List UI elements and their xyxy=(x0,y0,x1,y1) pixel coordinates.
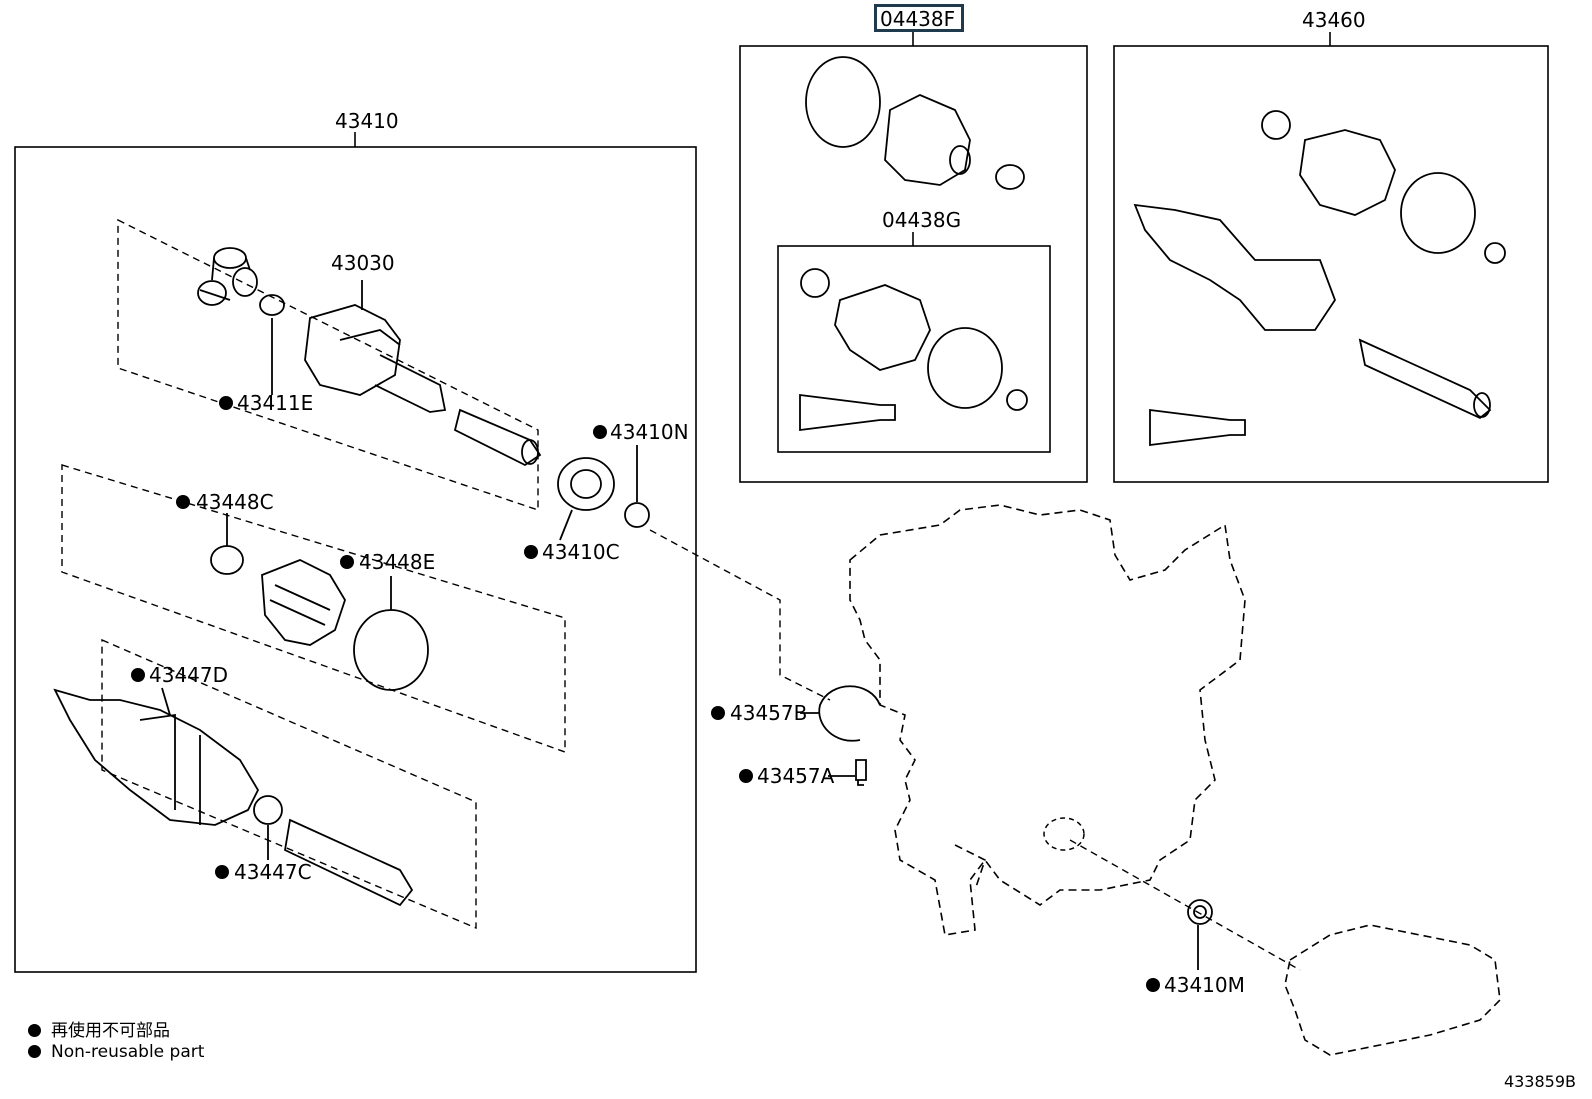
dashed-outline-outer-joint xyxy=(101,638,477,930)
label-43457B[interactable]: 43457B xyxy=(730,701,807,725)
bullet-icon xyxy=(28,1024,41,1037)
driveshaft-43460 xyxy=(1133,110,1506,447)
label-04438F[interactable]: 04438F xyxy=(880,7,955,31)
outer-joint-43447D xyxy=(53,687,414,907)
boot-kit-04438F xyxy=(805,56,1025,190)
boot-kit-04438G xyxy=(799,268,1028,432)
label-43447C[interactable]: 43447C xyxy=(234,860,312,884)
legend-japanese: 再使用不可部品 xyxy=(28,1016,170,1041)
drawing-number: 433859B xyxy=(1503,1072,1576,1091)
label-43030[interactable]: 43030 xyxy=(331,251,395,275)
group-frames xyxy=(14,32,1549,973)
label-43411E[interactable]: 43411E xyxy=(237,391,313,415)
inner-joint-43030 xyxy=(304,280,447,413)
label-43410N[interactable]: 43410N xyxy=(610,420,689,444)
bullet-icon xyxy=(28,1045,41,1058)
label-43460[interactable]: 43460 xyxy=(1302,8,1366,32)
label-43448E[interactable]: 43448E xyxy=(359,550,435,574)
non-reusable-markers xyxy=(131,396,1160,992)
transaxle-housing xyxy=(849,504,1501,1056)
dashed-outline-boot-kit xyxy=(61,464,566,753)
label-43410[interactable]: 43410 xyxy=(335,109,399,133)
legend-english-text: Non-reusable part xyxy=(51,1042,205,1062)
boot-43448E xyxy=(261,559,346,646)
dashed-outline-inner-joint xyxy=(117,218,539,511)
tripod-joint xyxy=(197,247,258,306)
frame-04438F xyxy=(739,45,1088,483)
bolt-43457A xyxy=(855,759,867,786)
label-43410C[interactable]: 43410C xyxy=(542,540,620,564)
label-43457A[interactable]: 43457A xyxy=(757,764,835,788)
label-04438G[interactable]: 04438G xyxy=(882,208,961,232)
label-43448C[interactable]: 43448C xyxy=(196,490,274,514)
label-43447D[interactable]: 43447D xyxy=(149,663,228,687)
legend-japanese-text: 再使用不可部品 xyxy=(51,1021,170,1041)
clip-43457B xyxy=(818,685,881,742)
frame-04438G xyxy=(777,245,1051,453)
part-sketches xyxy=(53,56,1506,970)
frame-43460 xyxy=(1113,45,1549,483)
highlight-box-04438F xyxy=(874,4,964,32)
label-43410M[interactable]: 43410M xyxy=(1164,973,1245,997)
legend-english: Non-reusable part xyxy=(28,1042,204,1062)
